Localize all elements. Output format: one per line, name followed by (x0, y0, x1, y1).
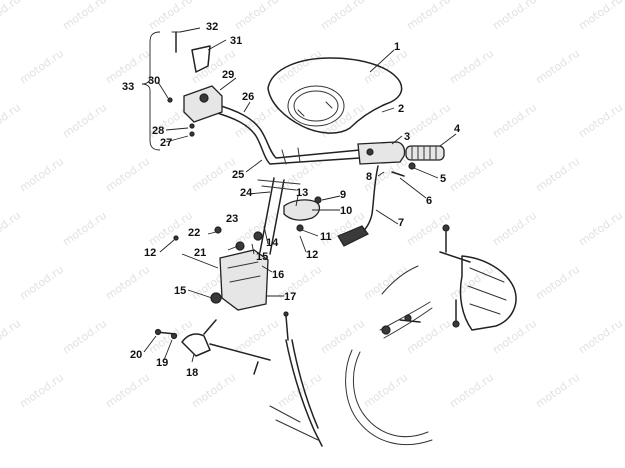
watermark-text: motod.ru (60, 209, 109, 249)
watermark-text: motod.ru (232, 101, 281, 141)
watermark-text: motod.ru (0, 317, 23, 357)
watermark-text: motod.ru (318, 0, 367, 32)
callout-13: 13 (296, 187, 308, 199)
callout-6: 6 (426, 195, 432, 207)
steering-block (173, 226, 269, 311)
watermark-text: motod.ru (318, 317, 367, 357)
watermark-text: motod.ru (0, 101, 23, 141)
watermark-text: motod.ru (103, 371, 152, 411)
watermark-text: motod.ru (17, 155, 66, 195)
callout-33: 33 (122, 81, 134, 93)
watermark-text: motod.ru (447, 371, 496, 411)
steering-lever (154, 311, 289, 375)
callout-7: 7 (398, 217, 404, 229)
cable-run (269, 265, 433, 447)
callout-31: 31 (230, 35, 242, 47)
watermark-text: motod.ru (576, 101, 625, 141)
callout-16: 16 (272, 269, 284, 281)
watermark-text: motod.ru (576, 209, 625, 249)
clip-6 (391, 171, 405, 177)
callout-27: 27 (160, 137, 172, 149)
carburetor-housing (381, 224, 517, 335)
watermark-text: motod.ru (189, 155, 238, 195)
steering-post (257, 177, 301, 255)
callout-30: 30 (148, 75, 160, 87)
watermark-text: motod.ru (490, 101, 539, 141)
watermark-text: motod.ru (103, 155, 152, 195)
watermark-text: motod.ru (533, 371, 582, 411)
watermark-text: motod.ru (275, 47, 324, 87)
screw-5 (408, 162, 416, 170)
watermark-text: motod.ru (533, 155, 582, 195)
callout-10: 10 (340, 205, 352, 217)
watermark-text: motod.ru (103, 263, 152, 303)
handlebar-cover (267, 57, 403, 134)
watermark-text: motod.ru (361, 263, 410, 303)
callout-21: 21 (194, 247, 206, 259)
watermark-text: motod.ru (232, 317, 281, 357)
clamp-bracket (283, 196, 322, 232)
callout-14: 14 (266, 237, 279, 249)
callout-8: 8 (366, 171, 372, 183)
callout-20: 20 (130, 349, 142, 361)
callout-23: 23 (226, 213, 238, 225)
callout-5: 5 (440, 173, 446, 185)
watermark-text: motod.ru (447, 155, 496, 195)
callout-12-left: 12 (144, 247, 156, 259)
watermark-text: motod.ru (17, 371, 66, 411)
watermark-text: motod.ru (318, 101, 367, 141)
callout-9: 9 (340, 189, 346, 201)
watermark-text: motod.ru (490, 317, 539, 357)
watermark-text: motod.ru (361, 47, 410, 87)
callout-2: 2 (398, 103, 404, 115)
watermark-text: motod.ru (490, 0, 539, 32)
watermark-text: motod.ru (533, 263, 582, 303)
callout-22: 22 (188, 227, 200, 239)
throttle-cable (337, 165, 379, 247)
callout-29: 29 (222, 69, 234, 81)
callout-1: 1 (394, 41, 400, 53)
callout-15-lower: 15 (174, 285, 186, 297)
callout-11: 11 (320, 231, 332, 243)
watermark-text: motod.ru (17, 263, 66, 303)
control-switch-box (167, 31, 223, 137)
watermark-text: motod.ru (17, 47, 66, 87)
watermark-text: motod.ru (232, 0, 281, 32)
watermark-text: motod.ru (404, 0, 453, 32)
watermark-text: motod.ru (0, 0, 23, 32)
watermark-text: motod.ru (576, 0, 625, 32)
callout-labels: 1 2 3 4 5 6 7 8 9 10 11 12 13 14 15 16 1… (122, 21, 461, 379)
callout-bracket-33 (141, 31, 161, 151)
watermark-text: motod.ru (576, 317, 625, 357)
watermark-text: motod.ru (361, 371, 410, 411)
watermark-text: motod.ru (60, 0, 109, 32)
watermark-text: motod.ru (404, 101, 453, 141)
callout-17: 17 (284, 291, 296, 303)
watermark-text: motod.ru (60, 317, 109, 357)
callout-3: 3 (404, 131, 410, 143)
callout-4: 4 (454, 123, 461, 135)
watermark-text: motod.ru (0, 209, 23, 249)
throttle-housing (357, 141, 406, 165)
callout-24: 24 (240, 187, 253, 199)
watermark-text: motod.ru (447, 47, 496, 87)
watermark-text: motod.ru (146, 0, 195, 32)
watermark-text: motod.ru (533, 47, 582, 87)
callout-32: 32 (206, 21, 218, 33)
callout-15-upper: 15 (256, 251, 268, 263)
callout-12-right: 12 (306, 249, 318, 261)
callout-26: 26 (242, 91, 254, 103)
callout-28: 28 (152, 125, 164, 137)
hand-grip (405, 145, 445, 161)
callout-18: 18 (186, 367, 198, 379)
watermark-text: motod.ru (490, 209, 539, 249)
watermark-text: motod.ru (60, 101, 109, 141)
leader-lines (143, 27, 457, 363)
callout-25: 25 (232, 169, 244, 181)
watermark-text: motod.ru (404, 317, 453, 357)
callout-19: 19 (156, 357, 168, 369)
